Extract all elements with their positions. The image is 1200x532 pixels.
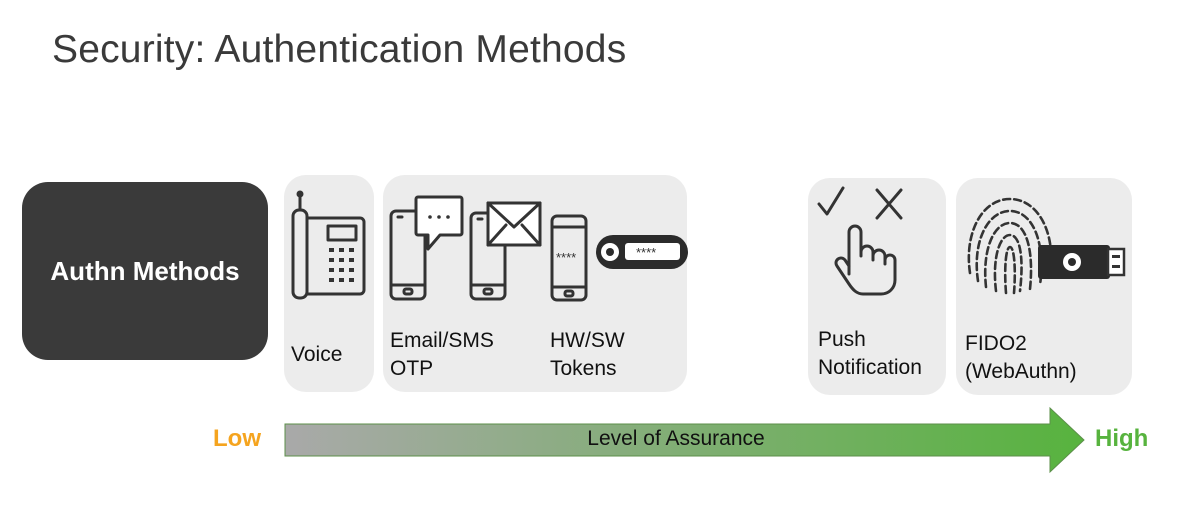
level-of-assurance-label: Level of Assurance: [587, 427, 765, 450]
token-icon: **** ****: [550, 214, 688, 302]
email-sms-otp-label: Email/SMS OTP: [390, 329, 494, 380]
authn-methods-label: Authn Methods: [50, 255, 240, 286]
key-token-mask: ****: [636, 245, 656, 260]
authn-methods-box: Authn Methods: [22, 182, 268, 360]
push-notification-label: Push Notification: [818, 328, 922, 379]
fido2-webauthn-label: FIDO2 (WebAuthn): [965, 332, 1077, 383]
tap-approve-icon: [817, 186, 903, 296]
low-assurance-label: Low: [213, 425, 261, 452]
push-card: [808, 178, 946, 395]
phone-token-mask: ****: [556, 250, 576, 265]
desk-phone-icon: [291, 190, 366, 300]
fingerprint-key-icon: [967, 197, 1126, 295]
page-title: Security: Authentication Methods: [52, 28, 627, 71]
high-assurance-label: High: [1095, 425, 1149, 452]
mobile-message-icon: [389, 195, 542, 301]
voice-label: Voice: [291, 343, 343, 366]
hw-sw-tokens-label: HW/SW Tokens: [550, 329, 625, 380]
